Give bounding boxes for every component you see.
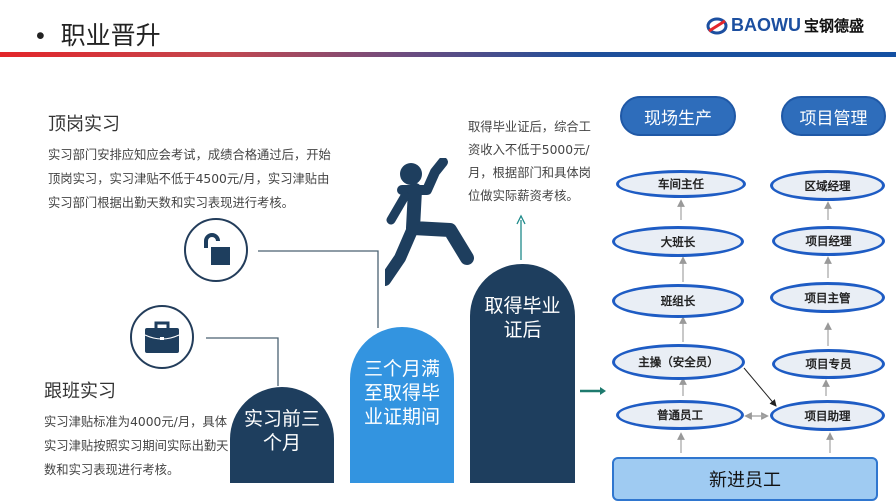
pillar-stage-1: 实习前三个月 bbox=[230, 387, 334, 483]
pillar-label: 取得毕业证后 bbox=[484, 295, 561, 341]
pillar-label: 三个月满至取得毕业证期间 bbox=[363, 358, 440, 428]
logo-text-en: BAOWU bbox=[731, 15, 801, 35]
after-graduation-text: 取得毕业证后，综合工资收入不低于5000元/月，根据部门和具体岗位做实际薪资考核… bbox=[468, 120, 591, 203]
climbing-person-icon bbox=[385, 158, 474, 286]
unlock-icon-circle bbox=[184, 218, 248, 282]
node-regular-employee: 普通员工 bbox=[616, 400, 744, 430]
briefcase-icon-circle bbox=[130, 305, 194, 369]
node-regional-manager: 区域经理 bbox=[770, 170, 885, 201]
pillar-stage-3: 取得毕业证后 bbox=[470, 264, 575, 483]
node-senior-team-leader: 大班长 bbox=[612, 226, 744, 257]
bullet: • bbox=[36, 21, 45, 50]
node-workshop-director: 车间主任 bbox=[616, 170, 746, 198]
title-text: 职业晋升 bbox=[60, 21, 161, 50]
section-text-dinggang: 实习部门安排应知应会考试，成绩合格通过后，开始顶岗实习，实习津贴不低于4500元… bbox=[48, 148, 331, 210]
logo-text-cn: 宝钢德盛 bbox=[804, 17, 865, 35]
track-management: 项目管理 bbox=[781, 96, 886, 136]
node-project-specialist: 项目专员 bbox=[772, 349, 885, 379]
node-team-leader: 班组长 bbox=[612, 284, 744, 318]
node-project-assistant: 项目助理 bbox=[770, 400, 885, 431]
logo: BAOWU 宝钢德盛 bbox=[706, 15, 864, 36]
section-title-genban: 跟班实习 bbox=[44, 381, 116, 402]
node-project-manager: 项目经理 bbox=[772, 226, 885, 256]
header-divider bbox=[0, 52, 896, 57]
section-title-dinggang: 顶岗实习 bbox=[48, 114, 120, 135]
pillar-label: 实习前三个月 bbox=[243, 408, 320, 454]
pillar-stage-2: 三个月满至取得毕业证期间 bbox=[350, 327, 454, 483]
baowu-logo-icon bbox=[706, 17, 728, 34]
page-title: • 职业晋升 bbox=[36, 16, 161, 52]
briefcase-icon bbox=[144, 321, 180, 353]
node-new-employee: 新进员工 bbox=[612, 457, 878, 501]
section-text-genban: 实习津贴标准为4000元/月，具体实习津贴按照实习期间实际出勤天数和实习表现进行… bbox=[44, 415, 229, 477]
unlock-icon bbox=[204, 233, 230, 265]
node-lead-operator: 主操（安全员） bbox=[612, 344, 745, 380]
track-production: 现场生产 bbox=[620, 96, 736, 136]
node-project-supervisor: 项目主管 bbox=[770, 282, 885, 313]
